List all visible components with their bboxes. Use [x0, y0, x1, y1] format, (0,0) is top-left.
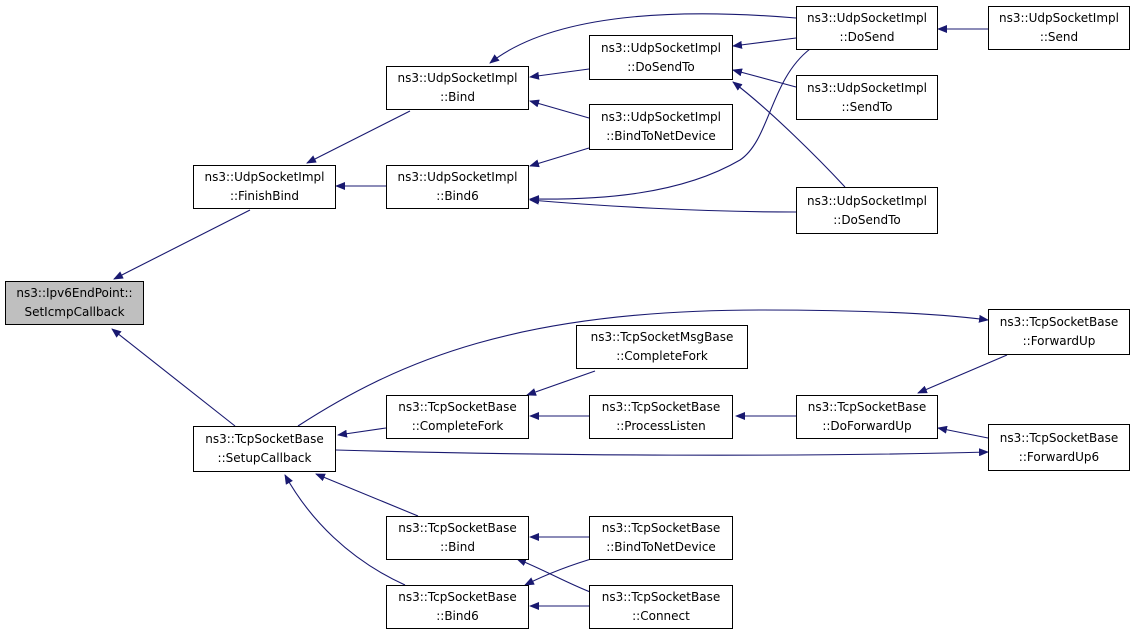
node-udp-finishbind[interactable]: ns3::UdpSocketImpl ::FinishBind: [193, 165, 336, 209]
node-label-line2: ::CompleteFork: [411, 419, 504, 433]
node-label-line1: ns3::UdpSocketImpl: [601, 110, 721, 124]
node-label-line1: ns3::UdpSocketImpl: [807, 80, 927, 95]
edge-sendto-dosendto1: [732, 68, 797, 88]
node-label-line2: ::DoSendTo: [833, 212, 901, 227]
node-label-line2: ::Bind6: [436, 189, 479, 203]
node-tcpmsg-completefork[interactable]: ns3::TcpSocketMsgBase ::CompleteFork: [576, 325, 748, 369]
node-label-line2: ::Send: [1039, 30, 1079, 44]
edge-tcpbind-setupcb: [315, 473, 419, 517]
node-label-line2: ::FinishBind: [229, 189, 300, 203]
node-ipv6endpoint-seticmpcallback: ns3::Ipv6EndPoint:: SetIcmpCallback: [5, 281, 144, 325]
edge-dosendto1-udpbind: [529, 68, 590, 80]
node-label-line2: ::Connect: [632, 609, 690, 623]
edge-msgcf-tcpcf: [526, 370, 596, 396]
node-tcp-forwardup[interactable]: ns3::TcpSocketBase ::ForwardUp: [988, 309, 1130, 355]
edge-tcpbind6-setupcb: [284, 474, 406, 586]
edge-udpbtnd-udpbind6: [529, 147, 590, 168]
node-label-line1: ns3::TcpSocketBase: [398, 590, 517, 604]
node-label-line1: ns3::UdpSocketImpl: [999, 11, 1119, 25]
node-label-line1: ns3::Ipv6EndPoint::: [16, 286, 133, 300]
node-label-line1: ns3::TcpSocketBase: [601, 521, 721, 535]
node-tcp-completefork[interactable]: ns3::TcpSocketBase ::CompleteFork: [386, 395, 529, 439]
node-udp-sendto[interactable]: ns3::UdpSocketImpl ::SendTo: [796, 75, 938, 120]
node-tcp-bind6[interactable]: ns3::TcpSocketBase ::Bind6: [386, 585, 529, 629]
node-label-line2: ::ForwardUp: [1022, 334, 1096, 348]
node-label-line2: ::SendTo: [841, 99, 893, 114]
edge-dosend-udpbind: [489, 13, 797, 64]
edge-tcpfu6-tcpdfu: [937, 425, 989, 439]
node-udp-dosend[interactable]: ns3::UdpSocketImpl ::DoSend: [796, 6, 938, 50]
edge-tcpconnect-tcpbind: [516, 558, 599, 596]
node-label-line1: ns3::UdpSocketImpl: [397, 170, 518, 184]
node-label-line1: ns3::TcpSocketMsgBase: [590, 330, 734, 344]
node-label-line2: ::ProcessListen: [616, 419, 706, 433]
node-tcp-bind[interactable]: ns3::TcpSocketBase ::Bind: [386, 516, 529, 560]
node-label-line1: ns3::UdpSocketImpl: [807, 11, 927, 25]
node-label-line1: ns3::UdpSocketImpl: [204, 170, 325, 184]
node-udp-send[interactable]: ns3::UdpSocketImpl ::Send: [988, 6, 1130, 50]
node-label-line2: ::Bind: [440, 90, 475, 104]
edge-dosend-dosendto1: [732, 37, 797, 49]
node-udp-dosendto[interactable]: ns3::UdpSocketImpl ::DoSendTo: [589, 35, 733, 80]
node-label-line1: ns3::TcpSocketBase: [601, 590, 721, 604]
edge-setupcb-root: [111, 328, 236, 427]
edge-tcpfu-tcpdfu: [917, 354, 1008, 394]
node-label-line2: ::Bind6: [436, 609, 479, 623]
node-label-line2: ::DoSend: [839, 30, 895, 44]
node-tcp-processlisten[interactable]: ns3::TcpSocketBase ::ProcessListen: [589, 395, 733, 439]
edge-finishbind-root: [113, 209, 251, 280]
node-label-line2: ::Bind: [440, 540, 475, 554]
node-label-line1: ns3::UdpSocketImpl: [807, 193, 927, 208]
node-tcp-doforwardup[interactable]: ns3::TcpSocketBase ::DoForwardUp: [796, 395, 938, 439]
edge-setupcb-tcpfu: [297, 309, 989, 427]
node-label-line2: ::BindToNetDevice: [606, 129, 716, 143]
node-udp-dosendto-2[interactable]: ns3::UdpSocketImpl ::DoSendTo: [796, 187, 938, 234]
edge-dosendto2-udpbind6: [529, 196, 797, 213]
node-label-line2: ::ForwardUp6: [1018, 449, 1100, 464]
node-label-line1: ns3::TcpSocketBase: [999, 315, 1119, 329]
node-label-line1: ns3::UdpSocketImpl: [397, 71, 518, 85]
node-label-line1: ns3::TcpSocketBase: [807, 400, 927, 414]
node-tcp-connect[interactable]: ns3::TcpSocketBase ::Connect: [589, 585, 733, 629]
edge-udpbtnd-udpbind: [529, 99, 590, 119]
node-label-line1: ns3::UdpSocketImpl: [601, 40, 721, 55]
node-tcp-setupcallback[interactable]: ns3::TcpSocketBase ::SetupCallback: [193, 426, 336, 472]
node-label-line1: ns3::TcpSocketBase: [205, 432, 324, 446]
node-label-line1: ns3::TcpSocketBase: [999, 430, 1119, 445]
edge-udpbind-finishbind: [306, 110, 411, 164]
node-label-line2: ::CompleteFork: [616, 349, 708, 363]
node-udp-bindtonetdevice[interactable]: ns3::UdpSocketImpl ::BindToNetDevice: [589, 104, 733, 150]
node-label-line1: ns3::TcpSocketBase: [601, 400, 721, 414]
node-label-line2: ::DoSendTo: [627, 59, 695, 74]
node-label-line2: SetIcmpCallback: [24, 305, 125, 319]
node-label-line2: ::SetupCallback: [217, 451, 312, 465]
node-udp-bind6[interactable]: ns3::UdpSocketImpl ::Bind6: [386, 165, 529, 209]
edge-dosend-udpbind6: [529, 48, 811, 204]
node-label-line2: ::DoForwardUp: [822, 419, 912, 433]
edge-tcpbtnd-tcpbind6: [524, 556, 599, 586]
node-tcp-bindtonetdevice[interactable]: ns3::TcpSocketBase ::BindToNetDevice: [589, 516, 733, 560]
edge-tcpcf-setupcb: [337, 427, 387, 438]
node-label-line1: ns3::TcpSocketBase: [398, 521, 517, 535]
node-tcp-forwardup6[interactable]: ns3::TcpSocketBase ::ForwardUp6: [988, 424, 1130, 471]
node-label-line2: ::BindToNetDevice: [606, 540, 716, 554]
edge-setupcb-tcpfu6: [335, 448, 989, 457]
node-label-line1: ns3::TcpSocketBase: [398, 400, 517, 414]
edge-dosendto2-dosendto1: [732, 81, 846, 188]
node-udp-bind[interactable]: ns3::UdpSocketImpl ::Bind: [386, 66, 529, 110]
